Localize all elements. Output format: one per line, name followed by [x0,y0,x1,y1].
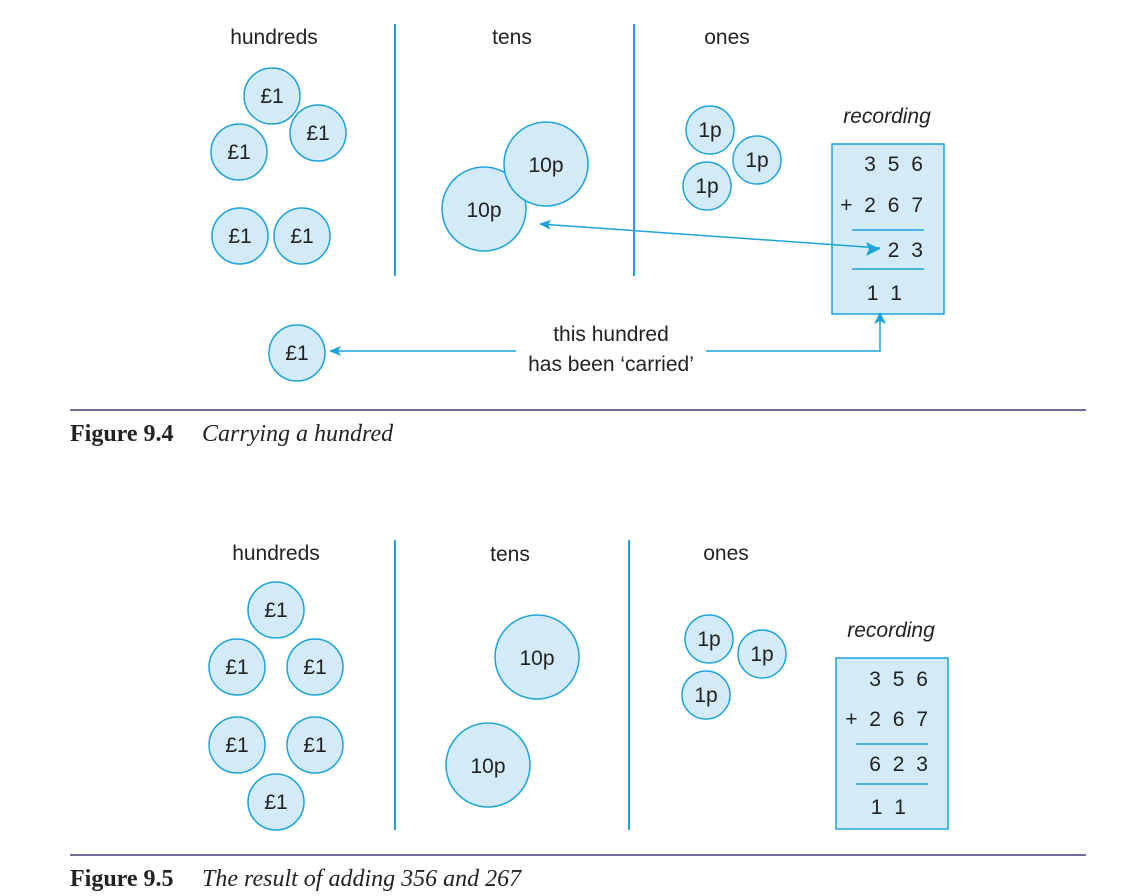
recording-carries: 1 1 [871,796,909,819]
recording-top-number: 3 5 6 [864,153,926,176]
coin-label: £1 [264,791,287,814]
recording-result: 2 3 [888,239,926,262]
coin-label: £1 [290,225,313,248]
coin-label: 1p [745,149,768,172]
ten-pence-coin: 10p [441,166,527,252]
figure-number: Figure 9.4 [70,421,174,447]
figure-9-5: hundreds tens ones £1 £1 £1 £1 £1 £1 [0,520,1121,896]
coin-label: £1 [228,225,251,248]
pound-coin: £1 [208,638,266,696]
coin-label: 10p [519,647,554,670]
coin-label: 1p [695,175,718,198]
coin-label: £1 [285,342,308,365]
pound-coin: £1 [247,581,305,639]
recording-box [831,143,945,315]
coin-label: £1 [306,122,329,145]
penny-coin: 1p [685,105,735,155]
ten-pence-coin: 10p [503,121,589,207]
pound-coin: £1 [289,104,347,162]
ten-pence-coin: 10p [445,722,531,808]
figure-title: Carrying a hundred [202,421,394,447]
recording-addend: + 2 6 7 [845,708,931,731]
column-heading-tens: tens [492,26,532,49]
coin-label: 1p [750,643,773,666]
figure-number: Figure 9.5 [70,866,174,892]
figure-9-4-diagram: hundreds tens ones £1 £1 £1 £1 £1 [70,24,1086,411]
pound-coin: £1 [286,638,344,696]
figure-9-5-diagram: hundreds tens ones £1 £1 £1 £1 £1 £1 [70,540,1086,856]
carry-ten-arrow [539,219,881,249]
figure-caption: Figure 9.4 Carrying a hundred [70,421,393,448]
carried-pound-coin: £1 [268,324,326,382]
coin-label: 1p [694,684,717,707]
column-heading-ones: ones [703,542,749,565]
coin-label: £1 [303,734,326,757]
penny-coin: 1p [682,161,732,211]
arrow-tip-icon [866,242,880,256]
recording-result: 6 2 3 [869,753,931,776]
column-heading-hundreds: hundreds [232,542,320,565]
column-heading-hundreds: hundreds [230,26,318,49]
coin-label: £1 [225,656,248,679]
coin-label: £1 [260,85,283,108]
pound-coin: £1 [243,67,301,125]
coin-label: £1 [227,141,250,164]
penny-coin: 1p [737,629,787,679]
carry-hundred-connector [706,318,881,352]
penny-coin: 1p [732,135,782,185]
coin-label: £1 [225,734,248,757]
recording-carries: 1 1 [867,282,905,305]
arrow-up-icon [874,312,886,324]
pound-coin: £1 [210,123,268,181]
recording-title: recording [847,619,935,642]
column-heading-ones: ones [704,26,750,49]
coin-label: 10p [470,755,505,778]
coin-label: 10p [466,199,501,222]
recording-title: recording [843,105,931,128]
pound-coin: £1 [273,207,331,265]
pound-coin: £1 [208,716,266,774]
figure-caption: Figure 9.5 The result of adding 356 and 2… [70,866,521,893]
penny-coin: 1p [681,670,731,720]
recording-addend: + 2 6 7 [840,194,926,217]
coin-label: £1 [303,656,326,679]
column-heading-tens: tens [490,543,530,566]
coin-label: £1 [264,599,287,622]
figure-title: The result of adding 356 and 267 [202,866,522,892]
pound-coin: £1 [247,773,305,831]
penny-coin: 1p [684,614,734,664]
pound-coin: £1 [286,716,344,774]
pound-coin: £1 [211,207,269,265]
figure-9-4: hundreds tens ones £1 £1 £1 £1 £1 [70,24,1086,448]
annotation-line-1: this hundred [553,323,669,346]
recording-top-number: 3 5 6 [869,668,931,691]
ten-pence-coin: 10p [494,614,580,700]
coin-label: 10p [528,154,563,177]
coin-label: 1p [697,628,720,651]
annotation-line-2: has been ‘carried’ [528,353,694,376]
coin-label: 1p [698,119,721,142]
